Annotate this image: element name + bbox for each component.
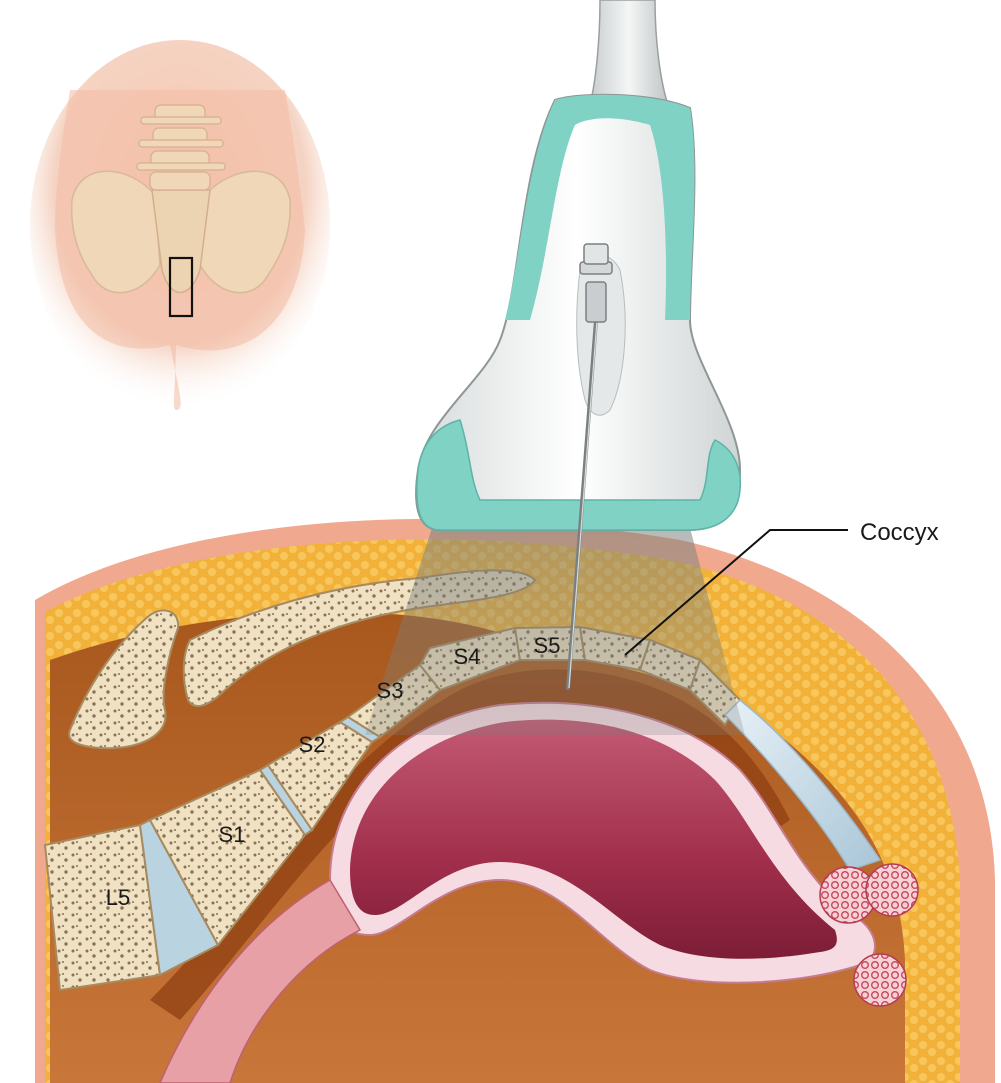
inset-sacrum <box>151 189 211 294</box>
label-s4: S4 <box>454 644 481 669</box>
probe-cable <box>589 0 670 106</box>
anococcygeal-ligament <box>723 698 882 871</box>
ultrasound-probe <box>415 0 742 531</box>
inset-back-view <box>30 40 330 410</box>
rectum-lumen <box>350 719 837 959</box>
inset-region-box <box>168 256 194 318</box>
inset-lumbar-spine <box>136 104 226 191</box>
ultrasound-beam <box>365 528 745 735</box>
spinous-process <box>68 609 180 750</box>
block-needle <box>566 243 613 690</box>
label-s1: S1 <box>219 822 246 847</box>
inset-ilium-right <box>199 170 291 294</box>
needle-hub <box>585 281 607 323</box>
label-s5: S5 <box>534 633 561 658</box>
inset-ilium-left <box>70 170 161 294</box>
label-coccyx: Coccyx <box>860 519 939 546</box>
label-l5: L5 <box>106 885 130 910</box>
probe-grip-accent <box>505 94 695 320</box>
label-s2: S2 <box>299 732 326 757</box>
coccyx-leader-line <box>624 529 848 656</box>
probe-footprint <box>416 419 742 531</box>
needle-shaft <box>566 318 598 690</box>
label-s3: S3 <box>377 678 404 703</box>
anal-sphincter <box>819 863 919 1007</box>
levator-ani <box>159 878 362 1083</box>
